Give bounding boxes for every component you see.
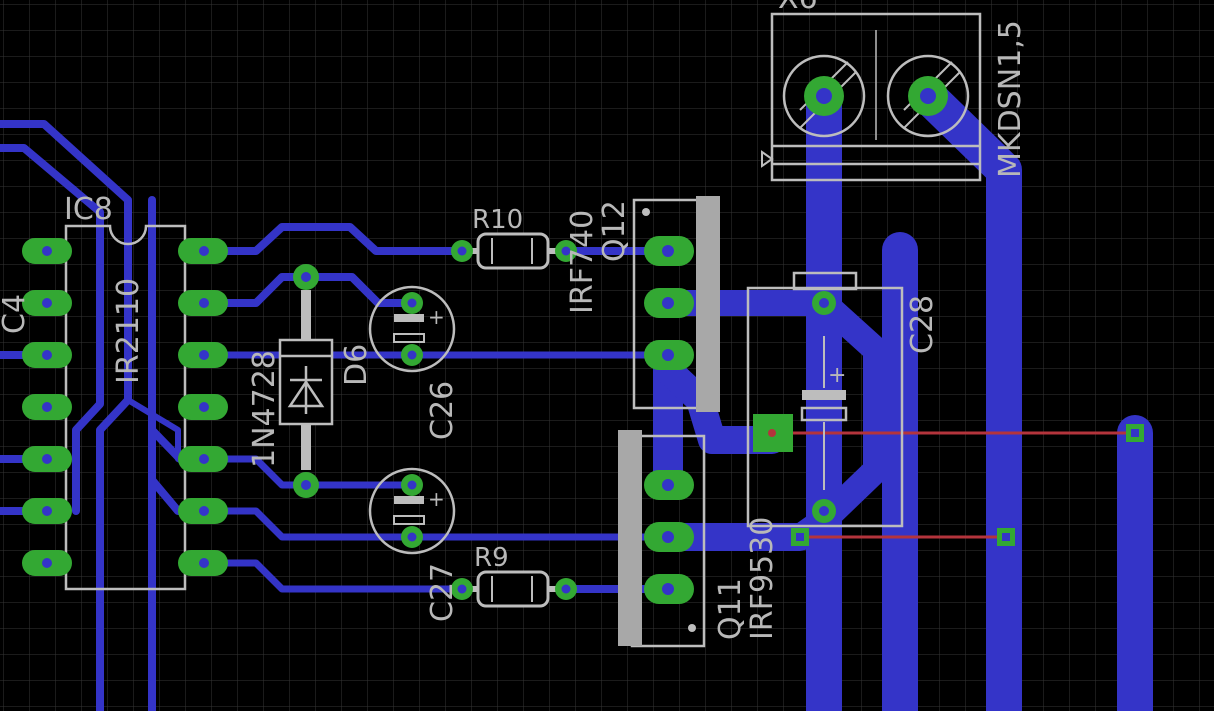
d6-value-label: 1N4728: [247, 350, 282, 468]
trace: [0, 144, 104, 515]
c28-component[interactable]: + C28: [746, 271, 940, 528]
trace: [125, 397, 181, 462]
c27-outline: [368, 467, 456, 555]
c26-component[interactable]: + C26: [368, 285, 460, 440]
c27-component[interactable]: + C27: [368, 467, 460, 622]
q12-heatsink-tab: [696, 196, 720, 412]
top-layer-traces: [772, 431, 1135, 539]
q11-name-label: Q11: [713, 578, 748, 640]
trace: [200, 223, 466, 255]
c26-outline: [368, 285, 456, 373]
q12-component[interactable]: Q12 IRF740: [565, 196, 720, 412]
vias[interactable]: [791, 424, 1144, 546]
r10-body: [476, 232, 550, 270]
ic8-value-label: IR2110: [111, 278, 146, 384]
c27-name-label: C27: [425, 563, 460, 622]
c28-polarity-label: +: [828, 363, 846, 388]
c28-name-label: C28: [905, 295, 940, 354]
x6-outline: [770, 12, 982, 182]
ic8-component[interactable]: IC8 IR2110: [22, 192, 228, 591]
q11-component[interactable]: Q11 IRF9530: [618, 430, 780, 648]
q11-value-label: IRF9530: [745, 517, 780, 640]
q12-name-label: Q12: [597, 200, 632, 262]
d6-name-label: D6: [339, 344, 374, 386]
q12-value-label: IRF740: [565, 210, 600, 314]
ic8-outline: [64, 224, 187, 591]
c27-polarity-label: +: [428, 487, 445, 511]
c26-polarity-label: +: [428, 305, 445, 329]
x6-value-label: MKDSN1,5: [993, 20, 1028, 178]
c26-name-label: C26: [425, 381, 460, 440]
c4-name-label: C4: [0, 294, 32, 334]
x6-name-label: X6: [778, 0, 818, 16]
bottom-layer-traces: [0, 78, 1153, 711]
r10-name-label: R10: [472, 205, 523, 235]
trace: [654, 356, 786, 454]
x6-connector[interactable]: X6 MKDSN1,5: [761, 0, 1028, 182]
r9-body: [476, 570, 550, 608]
r10-component[interactable]: R10: [451, 205, 577, 270]
d6-component[interactable]: D6 1N4728: [247, 264, 374, 498]
trace: [200, 507, 672, 541]
trace: [0, 120, 132, 711]
ic8-name-label: IC8: [64, 192, 113, 227]
q11-heatsink-tab: [618, 430, 642, 646]
r9-component[interactable]: R9: [451, 543, 577, 608]
r9-name-label: R9: [474, 543, 509, 573]
trace: [200, 559, 466, 593]
